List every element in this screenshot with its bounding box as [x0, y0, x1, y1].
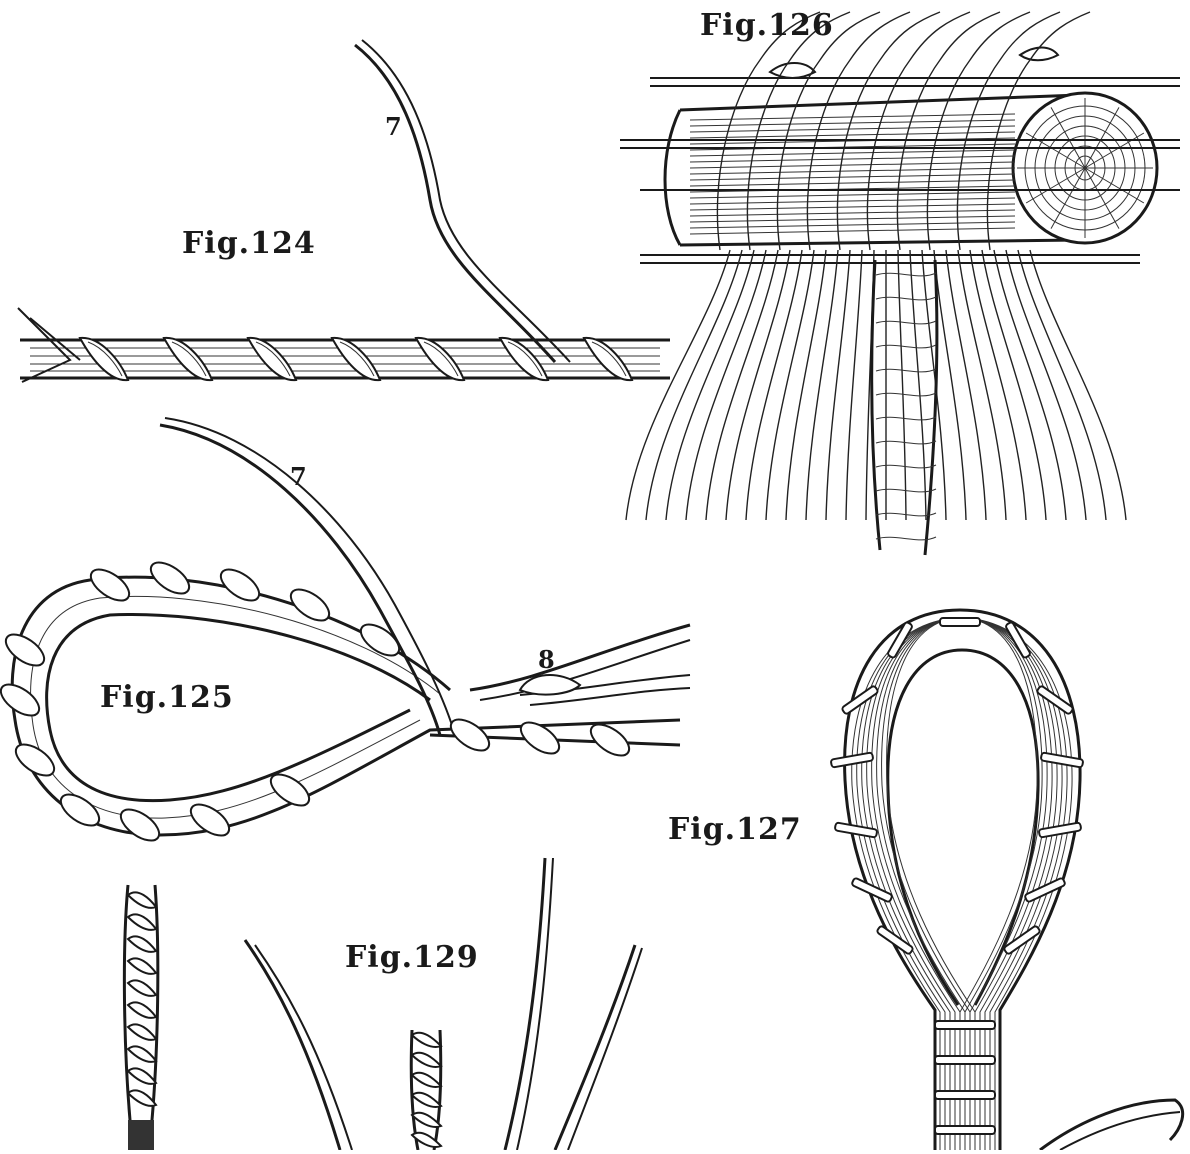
fig125-label: Fig.125 — [100, 680, 234, 715]
fig129-label: Fig.129 — [345, 940, 479, 975]
fig124-strand-number: 7 — [385, 112, 402, 141]
fig125-strand-number-8: 8 — [538, 645, 555, 674]
fig125-strand-number-7: 7 — [290, 462, 307, 491]
fig124-label: Fig.124 — [182, 226, 316, 261]
bottom-left-rope-twist — [128, 892, 156, 1106]
fig124-rope-spirals — [80, 338, 632, 380]
fig126-label: Fig.126 — [700, 8, 834, 43]
fig124-rope-drawing — [18, 40, 670, 382]
fig127-fiber-lines — [852, 618, 1072, 1150]
fig127-serving-wraps — [831, 618, 1084, 1134]
bottom-left-rope-drawing — [124, 885, 157, 1150]
fig125-rope-spirals — [0, 556, 634, 846]
fig127-eye-drawing — [831, 610, 1183, 1150]
fig127-label: Fig.127 — [668, 812, 802, 847]
fig125-rope-drawing — [0, 418, 690, 847]
fig129-drawing — [245, 858, 642, 1150]
log-bark-shading — [690, 114, 1015, 234]
fig126-log-drawing — [620, 12, 1180, 555]
